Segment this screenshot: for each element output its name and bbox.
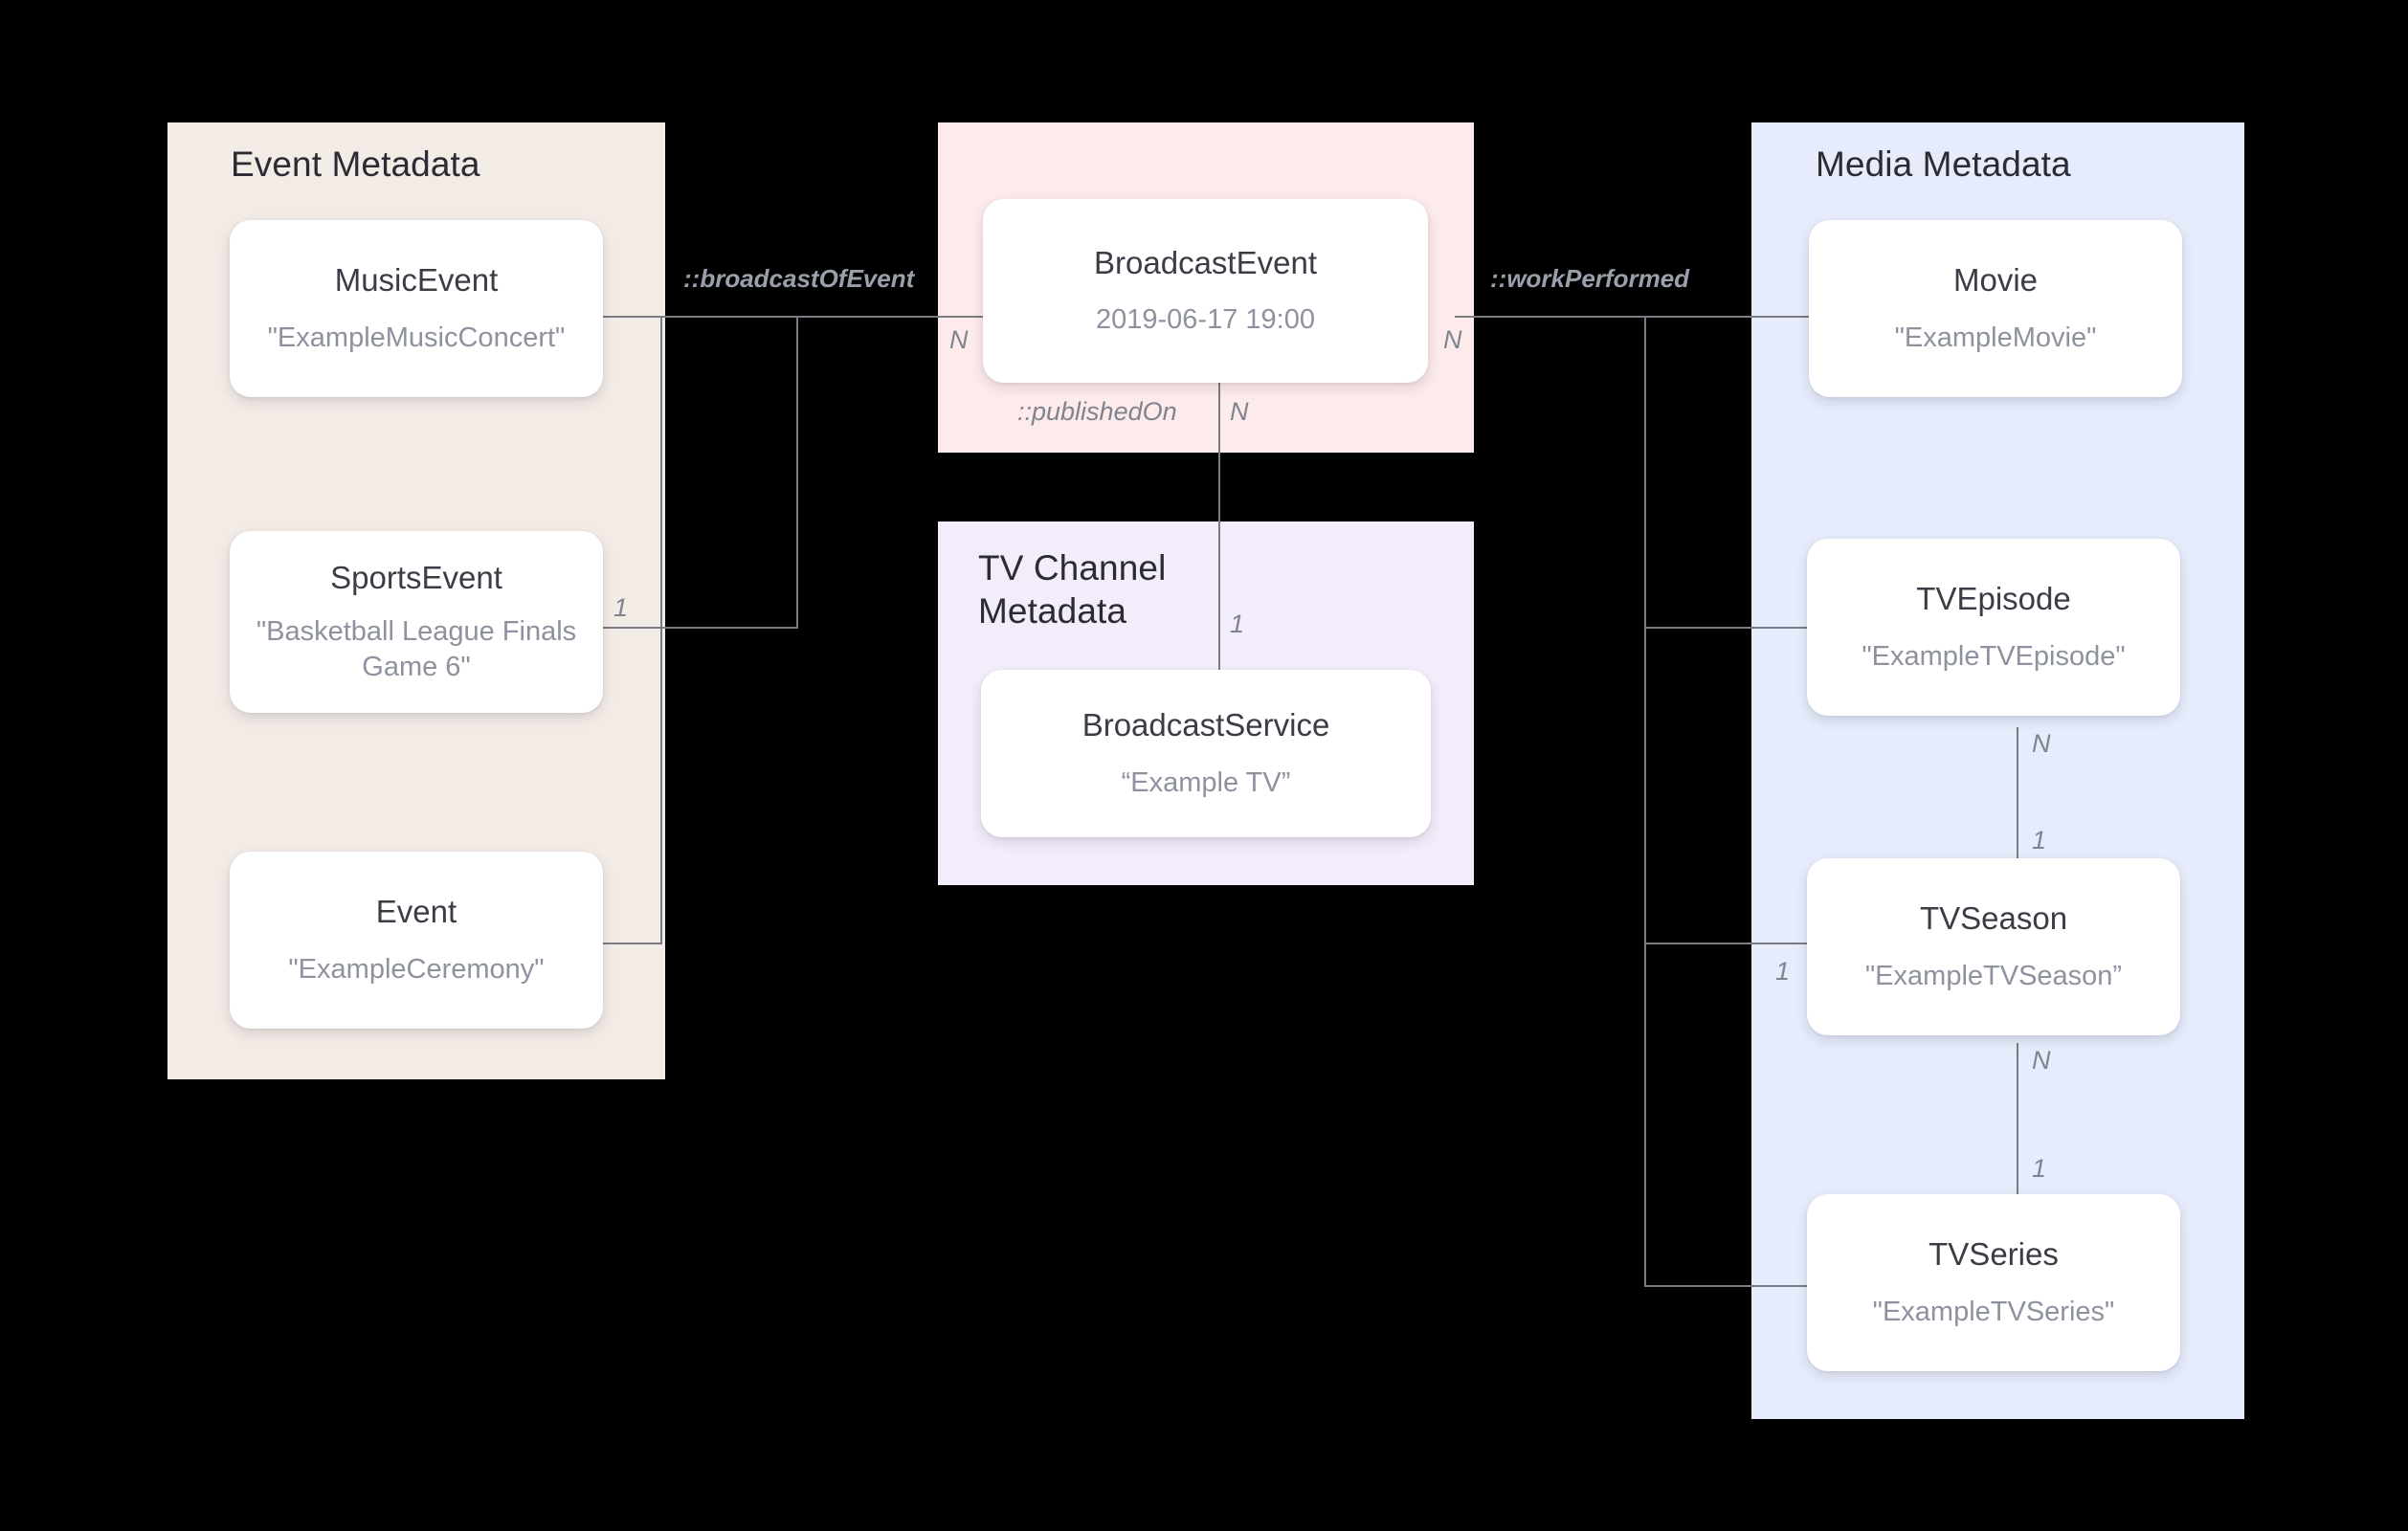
cardinality-broadcast-of-event-n: N: [949, 325, 969, 354]
relation-label-work-performed: ::workPerformed: [1490, 264, 1690, 293]
entity-value-sports-event: "Basketball League Finals Game 6": [256, 615, 577, 682]
entity-value-tv-episode: "ExampleTVEpisode": [1862, 640, 2126, 672]
entity-card-broadcast-service[interactable]: BroadcastService “Example TV”: [981, 670, 1431, 837]
entity-value-tv-series: "ExampleTVSeries": [1872, 1296, 2115, 1327]
cardinality-season-series-n: N: [2032, 1046, 2051, 1075]
entity-name-tv-series: TVSeries: [1929, 1236, 2059, 1273]
connector-tv-season-horizontal: [1644, 943, 1809, 944]
entity-name-event: Event: [375, 894, 457, 930]
connector-tv-episode-horizontal: [1644, 627, 1809, 629]
entity-value-movie: "ExampleMovie": [1894, 322, 2097, 353]
entity-card-event[interactable]: Event "ExampleCeremony": [230, 852, 603, 1029]
connector-left-bus-inner: [660, 316, 662, 943]
entity-card-movie[interactable]: Movie "ExampleMovie": [1809, 220, 2182, 397]
cardinality-work-performed-n: N: [1443, 325, 1462, 354]
entity-card-tv-episode[interactable]: TVEpisode "ExampleTVEpisode": [1807, 539, 2180, 716]
entity-name-music-event: MusicEvent: [334, 262, 499, 299]
entity-card-music-event[interactable]: MusicEvent "ExampleMusicConcert": [230, 220, 603, 397]
cardinality-broadcast-of-event-1: 1: [613, 593, 629, 622]
connector-event-horizontal: [598, 943, 662, 944]
relation-label-broadcast-of-event: ::broadcastOfEvent: [683, 264, 915, 293]
connector-work-performed-horizontal: [1455, 316, 1809, 318]
group-title-event-metadata: Event Metadata: [231, 144, 480, 184]
entity-value-broadcast-service: “Example TV”: [1121, 766, 1291, 798]
entity-name-sports-event: SportsEvent: [330, 560, 502, 596]
connector-right-bus: [1644, 316, 1646, 1285]
entity-value-broadcast-event: 2019-06-17 19:00: [1096, 304, 1315, 336]
group-title-tv-channel-metadata: TV Channel Metadata: [978, 548, 1167, 632]
connector-season-series-vertical: [2017, 1043, 2018, 1234]
connector-tv-series-horizontal: [1644, 1285, 1809, 1287]
cardinality-season-series-1: 1: [2032, 1154, 2047, 1183]
connector-broadcast-event-left-horizontal: [796, 316, 988, 318]
entity-name-broadcast-service: BroadcastService: [1081, 707, 1330, 743]
entity-card-tv-season[interactable]: TVSeason "ExampleTVSeason”: [1807, 858, 2180, 1035]
entity-value-event: "ExampleCeremony": [288, 953, 545, 985]
entity-value-tv-season: "ExampleTVSeason”: [1864, 960, 2123, 991]
cardinality-episode-season-n: N: [2032, 729, 2051, 758]
entity-value-music-event: "ExampleMusicConcert": [267, 322, 566, 353]
cardinality-published-on-1: 1: [1230, 610, 1245, 638]
connector-sports-event-horizontal: [598, 627, 798, 629]
entity-card-sports-event[interactable]: SportsEvent "Basketball League Finals Ga…: [230, 531, 603, 713]
group-title-media-metadata: Media Metadata: [1816, 144, 2071, 184]
entity-name-tv-season: TVSeason: [1919, 900, 2068, 937]
entity-card-broadcast-event[interactable]: BroadcastEvent 2019-06-17 19:00: [983, 199, 1428, 383]
connector-published-on-vertical: [1218, 383, 1220, 670]
cardinality-series-side-1: 1: [1775, 957, 1791, 986]
cardinality-published-on-n: N: [1230, 397, 1249, 426]
entity-name-movie: Movie: [1952, 262, 2039, 299]
connector-music-event-horizontal: [598, 316, 798, 318]
entity-name-tv-episode: TVEpisode: [1916, 581, 2071, 617]
connector-episode-season-vertical: [2017, 727, 2018, 919]
connector-left-bus-outer: [796, 316, 798, 628]
entity-name-broadcast-event: BroadcastEvent: [1094, 244, 1317, 280]
entity-card-tv-series[interactable]: TVSeries "ExampleTVSeries": [1807, 1194, 2180, 1371]
cardinality-episode-season-1: 1: [2032, 826, 2047, 854]
relation-label-published-on: ::publishedOn: [1017, 397, 1177, 426]
